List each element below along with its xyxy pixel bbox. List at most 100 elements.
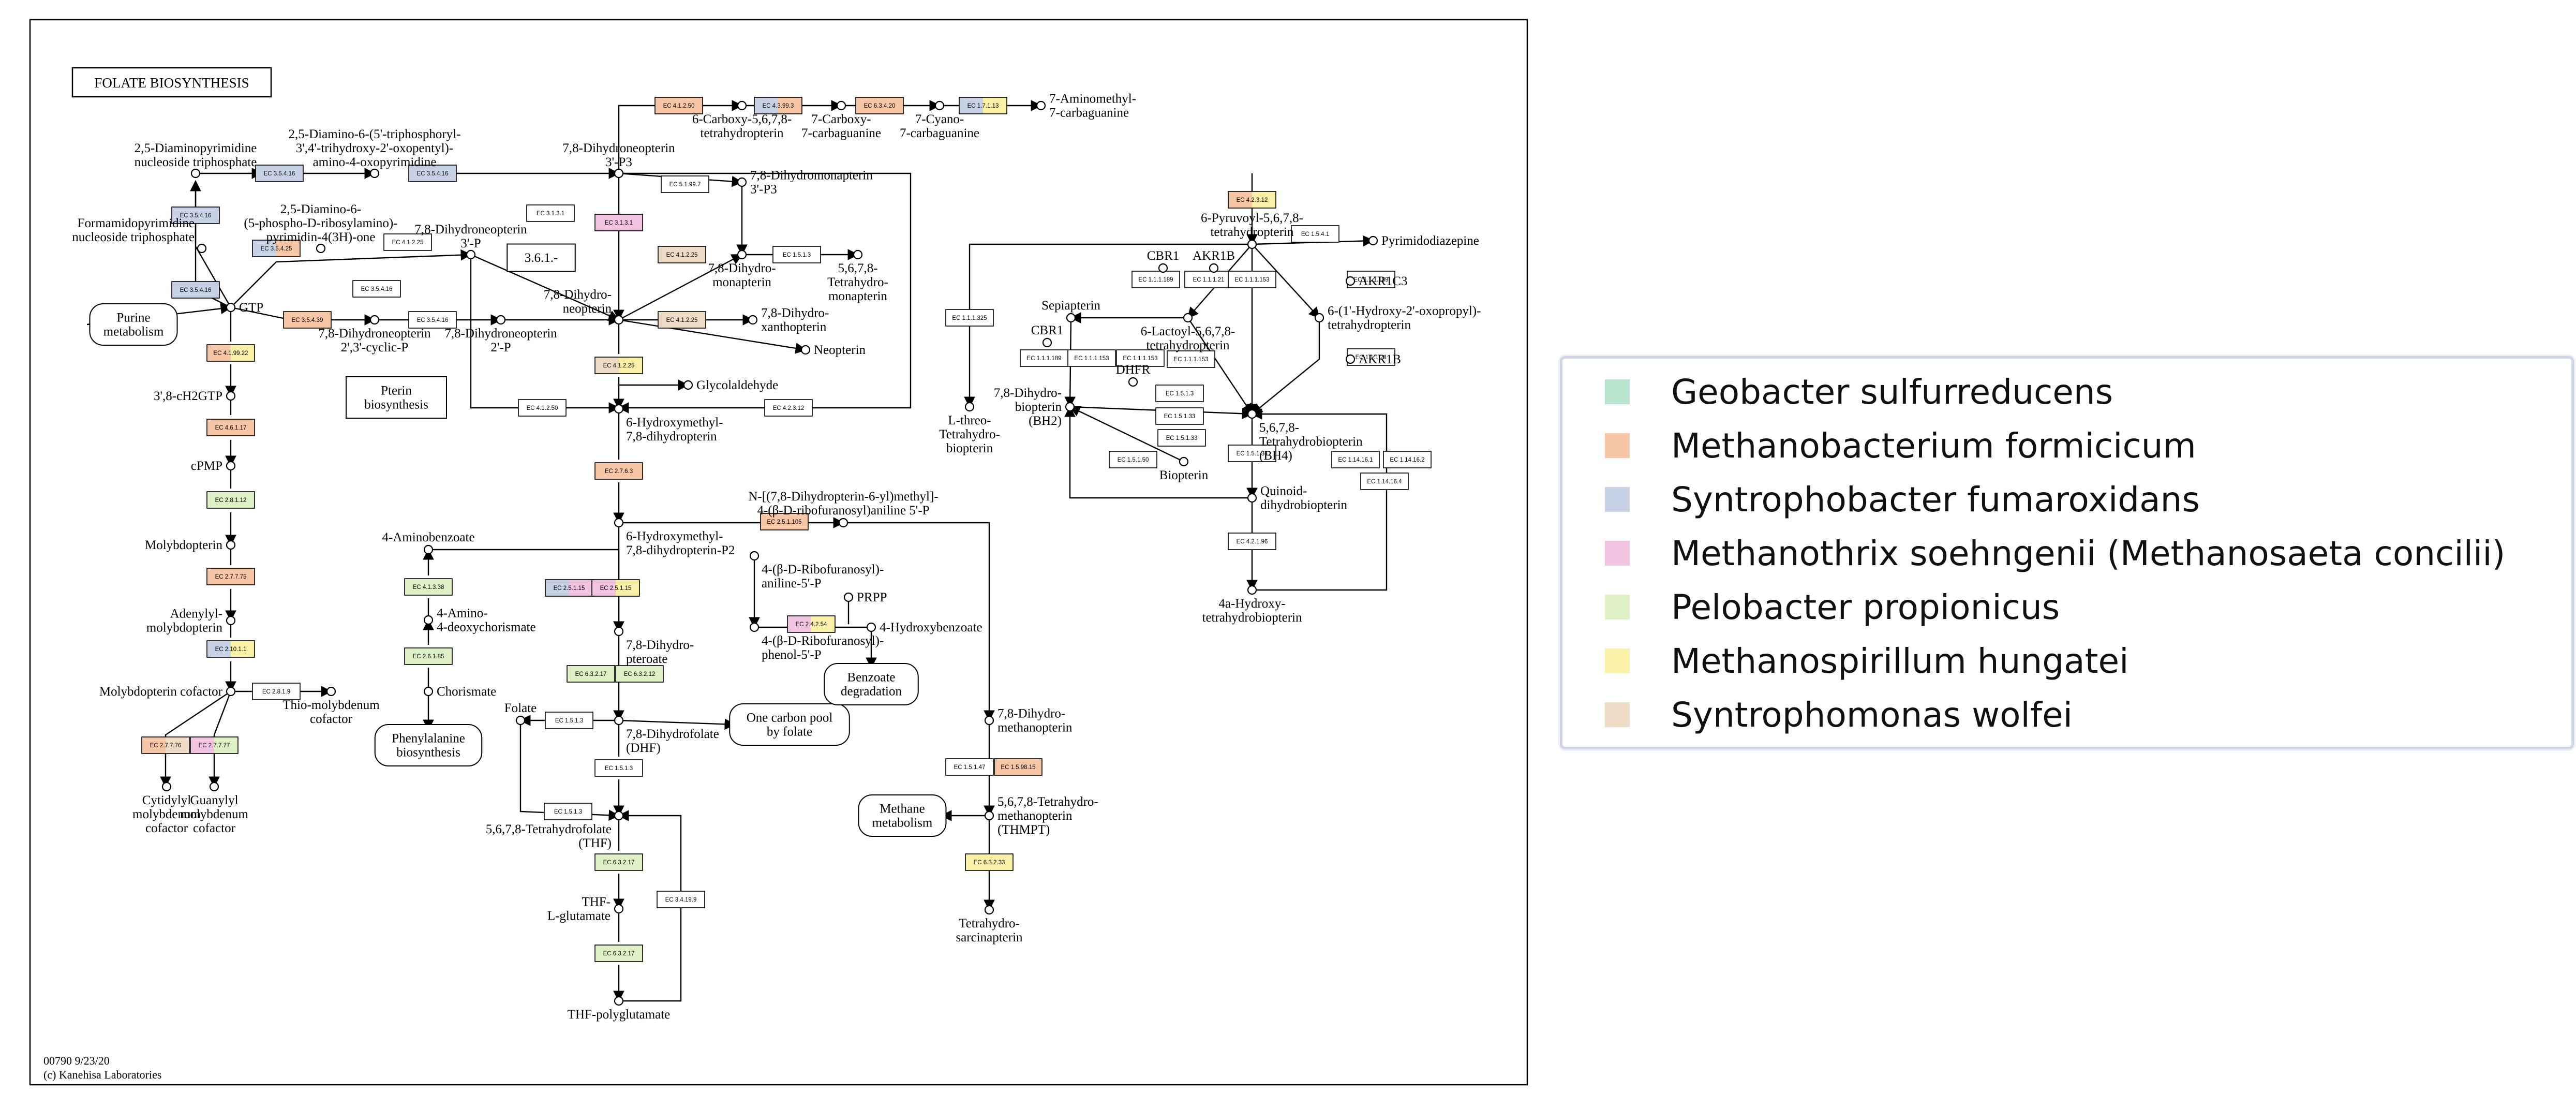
compound-node[interactable]: [984, 810, 994, 821]
enzyme-box[interactable]: EC 4.1.2.25: [658, 246, 706, 263]
compound-node[interactable]: [1345, 354, 1356, 364]
enzyme-box[interactable]: EC 1.5.1.34: [1228, 445, 1276, 462]
compound-node[interactable]: [515, 715, 526, 726]
enzyme-box[interactable]: EC 3.5.4.16: [408, 165, 457, 182]
enzyme-box[interactable]: EC 1.1.1.153: [1116, 349, 1165, 367]
enzyme-box[interactable]: EC 6.3.2.33: [965, 853, 1014, 871]
compound-node[interactable]: [614, 810, 624, 821]
compound-node[interactable]: [934, 100, 945, 111]
enzyme-box[interactable]: EC 3.5.4.16: [352, 280, 401, 298]
enzyme-box[interactable]: EC 1.1.1.21: [1184, 271, 1233, 288]
compound-node[interactable]: [838, 518, 848, 528]
enzyme-box[interactable]: EC 2.5.1.15: [591, 579, 640, 597]
enzyme-box[interactable]: EC 4.2.3.12: [764, 399, 813, 417]
enzyme-box[interactable]: EC 1.5.1.47: [945, 758, 994, 776]
compound-node[interactable]: [614, 168, 624, 179]
enzyme-box[interactable]: EC 4.1.99.22: [206, 344, 255, 362]
map-link-pill[interactable]: [89, 303, 178, 346]
map-link-pill[interactable]: [374, 724, 483, 766]
enzyme-box[interactable]: EC 2.5.1.15: [545, 579, 593, 597]
compound-node[interactable]: [369, 168, 380, 179]
compound-node[interactable]: [843, 592, 854, 602]
compound-node[interactable]: [316, 243, 326, 254]
compound-node[interactable]: [749, 622, 760, 632]
compound-node[interactable]: [326, 686, 336, 697]
enzyme-box[interactable]: EC 1.14.16.2: [1383, 451, 1432, 468]
compound-node[interactable]: [614, 518, 624, 528]
enzyme-box[interactable]: EC 3.4.19.9: [657, 891, 705, 908]
compound-node[interactable]: [1314, 313, 1324, 323]
enzyme-box[interactable]: EC 1.5.1.50: [1109, 451, 1157, 468]
enzyme-box[interactable]: EC 4.1.2.50: [654, 97, 703, 114]
compound-node[interactable]: [466, 249, 476, 260]
enzyme-box[interactable]: EC 6.3.4.20: [855, 97, 904, 114]
compound-node[interactable]: [964, 402, 975, 412]
compound-node[interactable]: [1345, 276, 1356, 286]
compound-node[interactable]: [1042, 337, 1052, 348]
compound-node[interactable]: [197, 243, 207, 254]
enzyme-box[interactable]: EC 1.5.1.3: [545, 712, 593, 729]
compound-node[interactable]: [496, 315, 506, 325]
enzyme-box[interactable]: EC 4.1.3.38: [404, 578, 453, 596]
map-link-pill[interactable]: [729, 703, 850, 746]
enzyme-box[interactable]: EC 3.5.4.16: [255, 165, 304, 182]
enzyme-box[interactable]: EC 2.7.7.77: [190, 736, 239, 754]
enzyme-box[interactable]: EC 1.1.1.153: [1167, 350, 1215, 368]
compound-node[interactable]: [737, 177, 747, 187]
compound-node[interactable]: [1065, 402, 1075, 412]
compound-node[interactable]: [226, 461, 236, 471]
compound-node[interactable]: [226, 391, 236, 401]
compound-node[interactable]: [423, 544, 434, 555]
enzyme-box[interactable]: EC 1.5.1.33: [1155, 407, 1204, 425]
compound-node[interactable]: [1128, 377, 1138, 387]
compound-node[interactable]: [1247, 493, 1257, 503]
compound-node[interactable]: [853, 249, 863, 260]
enzyme-box[interactable]: EC 4.1.2.50: [518, 399, 567, 417]
compound-node[interactable]: [161, 781, 172, 792]
enzyme-box[interactable]: EC 1.1.1.189: [1020, 349, 1068, 367]
enzyme-box[interactable]: EC 2.7.7.75: [206, 568, 255, 585]
compound-node[interactable]: [226, 686, 236, 697]
compound-node[interactable]: [190, 168, 201, 179]
enzyme-box[interactable]: EC 1.1.1.153: [1067, 349, 1116, 367]
compound-node[interactable]: [1066, 313, 1076, 323]
compound-node[interactable]: [836, 100, 846, 111]
enzyme-box[interactable]: EC 3.5.4.16: [171, 206, 220, 224]
compound-node[interactable]: [614, 315, 624, 325]
compound-node[interactable]: [226, 540, 236, 550]
enzyme-box[interactable]: EC 1.5.1.3: [594, 759, 643, 777]
compound-node[interactable]: [737, 100, 747, 111]
enzyme-box[interactable]: EC 4.6.1.17: [206, 419, 255, 436]
enzyme-box[interactable]: EC 1.5.1.3: [1155, 385, 1204, 402]
compound-node[interactable]: [1247, 585, 1257, 595]
enzyme-box[interactable]: EC 2.4.2.54: [787, 615, 836, 633]
compound-node[interactable]: [209, 781, 219, 792]
enzyme-box[interactable]: EC 3.1.3.1: [526, 204, 575, 222]
compound-node[interactable]: [866, 622, 876, 632]
enzyme-box[interactable]: EC 3.5.4.16: [171, 281, 220, 299]
compound-node[interactable]: [1158, 263, 1168, 273]
enzyme-box[interactable]: EC 1.1.1.21: [1347, 348, 1395, 366]
enzyme-box[interactable]: EC 3.5.4.16: [408, 311, 457, 329]
enzyme-box[interactable]: EC 2.10.1.1: [206, 640, 255, 658]
map-link-pill[interactable]: [824, 663, 919, 705]
compound-node[interactable]: [748, 315, 758, 325]
compound-node[interactable]: [1183, 313, 1193, 323]
enzyme-box[interactable]: EC 4.1.2.25: [594, 357, 643, 374]
compound-node[interactable]: [614, 404, 624, 414]
compound-node[interactable]: [800, 345, 811, 355]
compound-node[interactable]: [984, 715, 994, 726]
compound-node[interactable]: [1368, 235, 1378, 246]
compound-node[interactable]: [1036, 100, 1046, 111]
compound-node[interactable]: [369, 315, 380, 325]
enzyme-box[interactable]: EC 6.3.2.17: [594, 853, 643, 871]
enzyme-box[interactable]: EC 1.5.1.3: [544, 803, 592, 820]
enzyme-box[interactable]: EC 1.1.1.153: [1228, 271, 1276, 288]
compound-node[interactable]: [683, 380, 693, 390]
enzyme-box[interactable]: EC 4.2.1.96: [1228, 533, 1276, 550]
enzyme-box[interactable]: EC 2.8.1.12: [206, 491, 255, 509]
enzyme-box[interactable]: EC 1.1.1.189: [1131, 271, 1180, 288]
enzyme-box[interactable]: EC 2.7.6.3: [594, 462, 643, 480]
compound-node[interactable]: [423, 686, 434, 697]
enzyme-box[interactable]: EC 4.2.3.12: [1228, 191, 1276, 209]
